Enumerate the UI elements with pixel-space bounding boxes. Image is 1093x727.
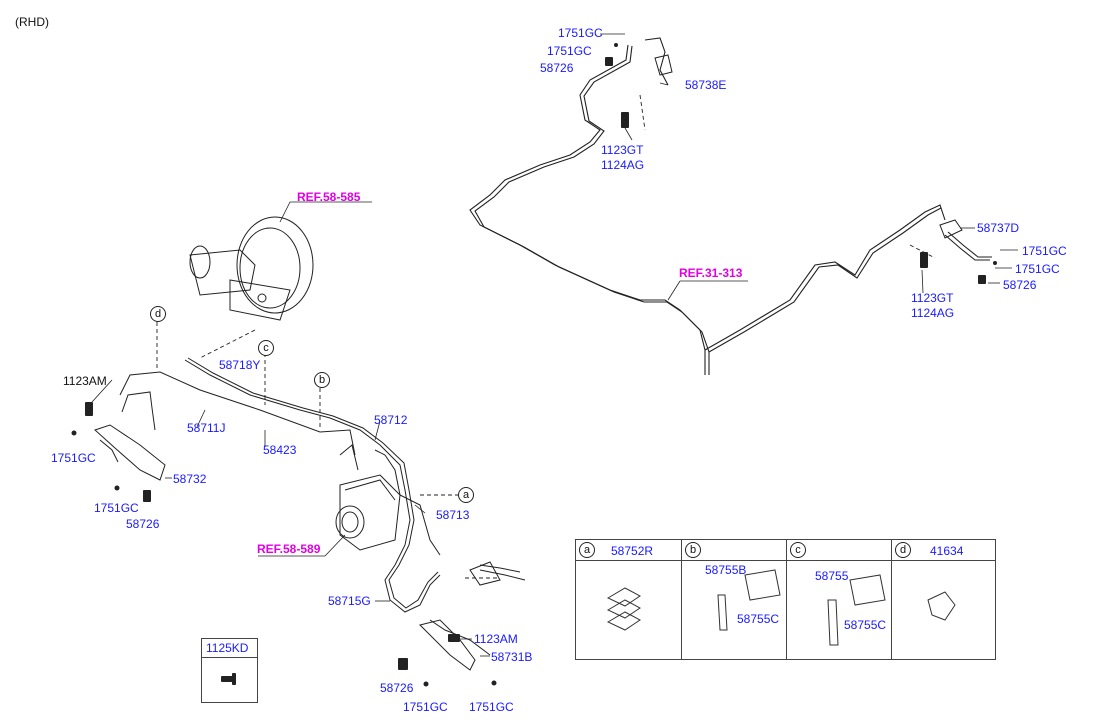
part-label-1751gc[interactable]: 1751GC — [51, 451, 96, 465]
callout-c: c — [258, 340, 274, 356]
part-label-58423[interactable]: 58423 — [263, 443, 297, 457]
part-label-1751gc[interactable]: 1751GC — [403, 700, 448, 714]
part-label-58726[interactable]: 58726 — [540, 61, 574, 75]
part-label-1124ag[interactable]: 1124AG — [601, 158, 645, 172]
legend-letter-c: c — [790, 542, 806, 558]
part-label-58726[interactable]: 58726 — [126, 517, 160, 531]
ref-58-585-link[interactable]: REF.58-585 — [297, 190, 361, 204]
part-label-1751gc[interactable]: 1751GC — [469, 700, 514, 714]
legend-part-41634[interactable]: 41634 — [930, 544, 964, 558]
ref-58-589-link[interactable]: REF.58-589 — [257, 542, 321, 556]
fastener-marks — [71, 43, 997, 687]
legend-column-a: a 58752R — [576, 540, 682, 659]
part-label-1751gc[interactable]: 1751GC — [547, 44, 592, 58]
brake-booster — [189, 216, 314, 321]
legend-table: a 58752R b 58755B 58755C c 58755 58755C … — [575, 539, 996, 660]
part-label-1751gc[interactable]: 1751GC — [94, 501, 139, 515]
legend-letter-a: a — [579, 542, 595, 558]
callout-b: b — [314, 372, 330, 388]
legend-part-58755c[interactable]: 58755C — [844, 618, 887, 632]
part-box-1125kd: 1125KD — [201, 638, 258, 703]
part-label-1751gc[interactable]: 1751GC — [1022, 244, 1067, 258]
legend-column-d: d 41634 — [892, 540, 995, 659]
part-label-58738e[interactable]: 58738E — [685, 78, 727, 92]
part-label-1123am[interactable]: 1123AM — [63, 374, 107, 388]
part-label-58712[interactable]: 58712 — [374, 413, 408, 427]
legend-column-c: c 58755 58755C — [787, 540, 892, 659]
callout-a: a — [458, 487, 474, 503]
part-label-58718y[interactable]: 58718Y — [219, 358, 261, 372]
part-label-58713[interactable]: 58713 — [436, 508, 470, 522]
part-label-1123gt[interactable]: 1123GT — [911, 291, 954, 305]
callout-d: d — [150, 306, 166, 322]
part-label-58732[interactable]: 58732 — [173, 472, 207, 486]
legend-part-sketches — [606, 569, 956, 646]
legend-column-b: b 58755B 58755C — [682, 540, 787, 659]
legend-part-58755b[interactable]: 58755B — [705, 563, 747, 577]
legend-letter-b: b — [685, 542, 701, 558]
brackets — [94, 54, 963, 671]
abs-module — [335, 444, 401, 551]
legend-part-58755[interactable]: 58755 — [815, 569, 849, 583]
legend-letter-d: d — [895, 542, 911, 558]
part-label-58726[interactable]: 58726 — [1003, 278, 1037, 292]
legend-part-58755c[interactable]: 58755C — [737, 612, 780, 626]
part-label-58731b[interactable]: 58731B — [491, 650, 533, 664]
part-label-1751gc[interactable]: 1751GC — [558, 26, 603, 40]
corner-note: (RHD) — [15, 15, 49, 29]
part-label-1125kd[interactable]: 1125KD — [206, 641, 249, 655]
part-label-1124ag[interactable]: 1124AG — [911, 306, 955, 320]
part-label-58711j[interactable]: 58711J — [187, 421, 226, 435]
ref-31-313-link[interactable]: REF.31-313 — [679, 266, 743, 280]
part-label-58737d[interactable]: 58737D — [977, 221, 1020, 235]
part-label-58715g[interactable]: 58715G — [328, 594, 371, 608]
part-label-1123gt[interactable]: 1123GT — [601, 143, 644, 157]
rear-brake-tubes — [469, 37, 992, 375]
part-label-1123am[interactable]: 1123AM — [474, 632, 518, 646]
part-label-1751gc[interactable]: 1751GC — [1015, 262, 1060, 276]
part-label-58726[interactable]: 58726 — [380, 681, 414, 695]
front-brake-tubes — [119, 357, 526, 656]
leader-dashes — [156, 94, 936, 579]
legend-part-58752r[interactable]: 58752R — [611, 544, 654, 558]
leader-lines — [91, 33, 1018, 657]
